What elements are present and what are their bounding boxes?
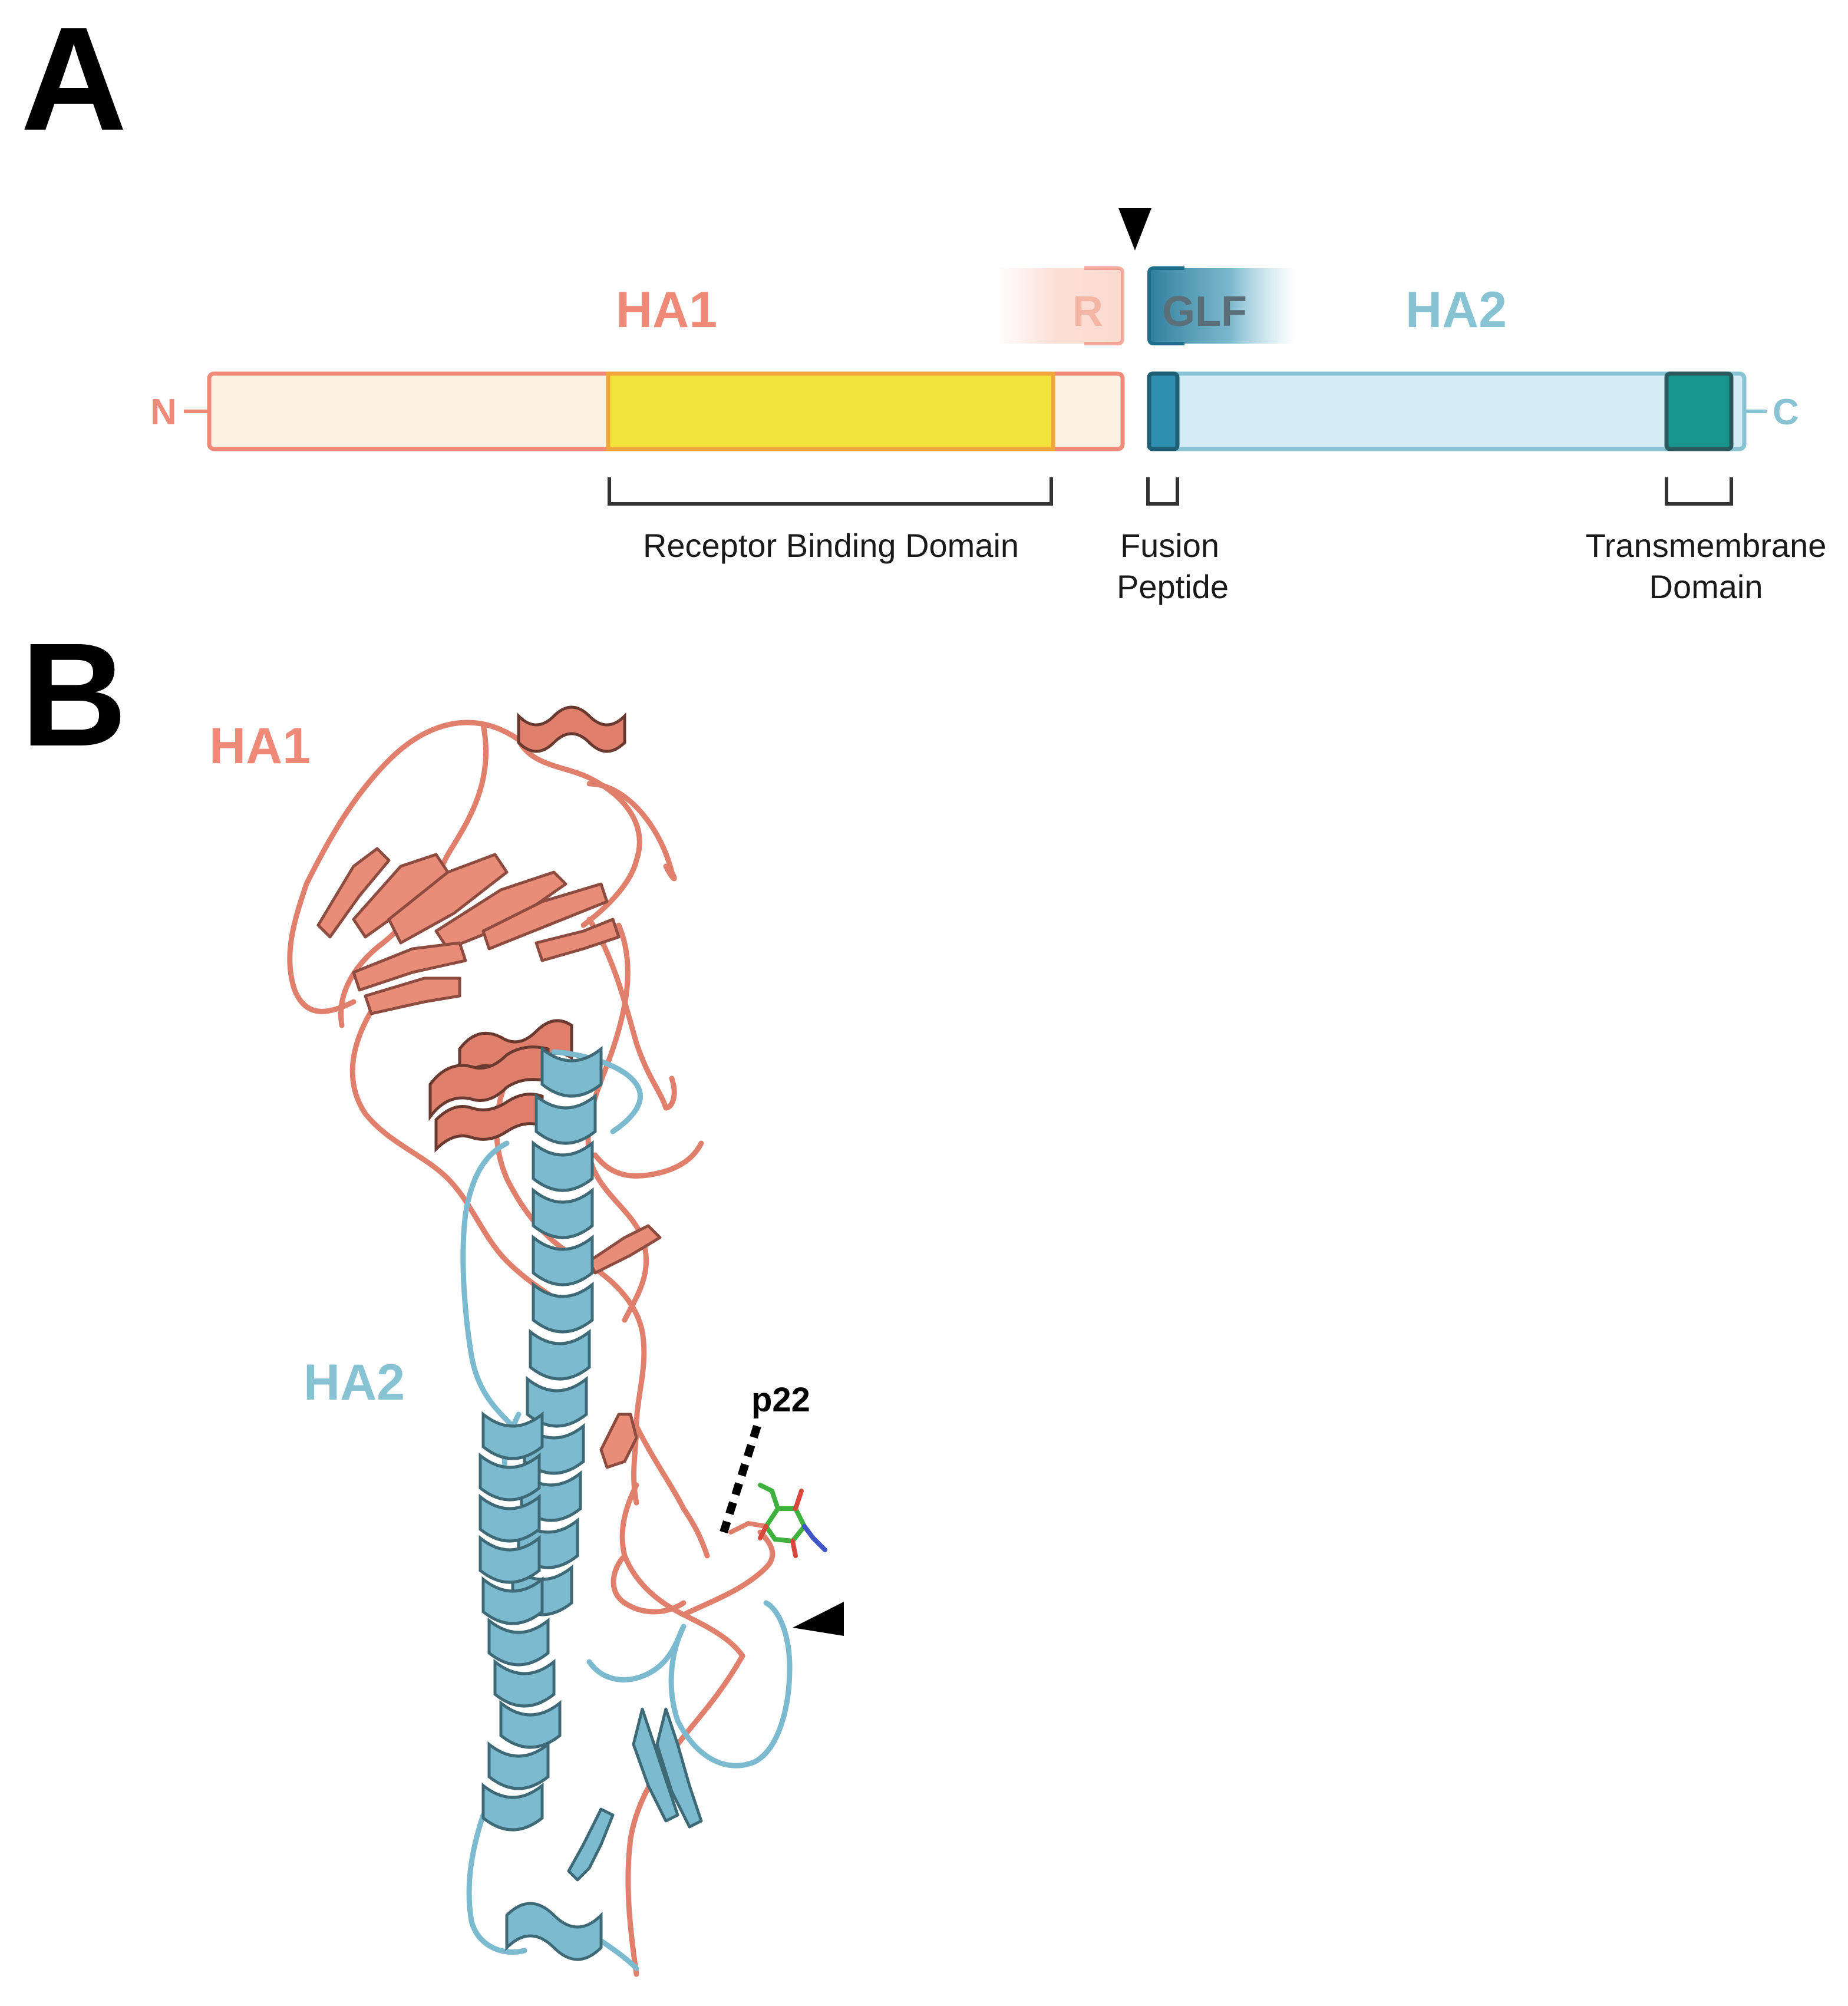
c-terminus-label: C xyxy=(1773,392,1799,433)
fusion-caption-line1: Fusion xyxy=(1120,527,1219,564)
receptor-binding-domain-block xyxy=(606,371,1055,451)
cleavage-pointer-icon xyxy=(793,1602,844,1636)
ha2-title: HA2 xyxy=(1405,282,1507,338)
panel-a: A HA1 HA2 R GLF N xyxy=(21,0,1826,605)
p22-label: p22 xyxy=(751,1381,810,1419)
ha2-fusion-fragment: GLF xyxy=(1147,266,1296,345)
ha2-long-helix xyxy=(511,1045,603,1616)
ligand-molecule-icon xyxy=(728,1483,827,1558)
rbd-caption: Receptor Binding Domain xyxy=(643,527,1019,564)
ha2-beta-sheet xyxy=(567,1707,703,1882)
cleavage-arrow-icon xyxy=(1118,208,1151,250)
ha2-fusion-residues: GLF xyxy=(1162,288,1247,335)
ha2-bar xyxy=(1147,371,1747,451)
tm-bracket xyxy=(1665,477,1733,506)
ha2-structure-label: HA2 xyxy=(303,1354,405,1411)
ha1-cleavage-residue: R xyxy=(1072,288,1103,335)
fusion-peptide-bracket xyxy=(1146,477,1179,506)
fusion-peptide-block xyxy=(1147,371,1180,451)
ha1-helices xyxy=(428,705,626,1153)
n-terminus-label: N xyxy=(150,392,177,433)
ha1-structure-label: HA1 xyxy=(209,718,311,774)
panel-b-letter: B xyxy=(21,612,127,777)
rbd-bracket xyxy=(608,477,1053,506)
tm-caption-line2: Domain xyxy=(1649,568,1763,605)
panel-b: B HA1 HA2 xyxy=(21,612,844,1977)
ha1-beta-sheet xyxy=(316,847,662,1469)
fusion-caption-line2: Peptide xyxy=(1117,568,1229,605)
ha1-title: HA1 xyxy=(616,282,717,338)
transmembrane-domain-block xyxy=(1664,371,1734,451)
tm-caption-line1: Transmembrane xyxy=(1586,527,1827,564)
panel-a-letter: A xyxy=(21,0,127,161)
p22-site-marker: p22 xyxy=(720,1381,810,1534)
ha2-short-helix xyxy=(478,1411,603,1961)
ha1-c-terminal-fragment: R xyxy=(996,266,1124,345)
ha1-bar xyxy=(207,371,1125,451)
